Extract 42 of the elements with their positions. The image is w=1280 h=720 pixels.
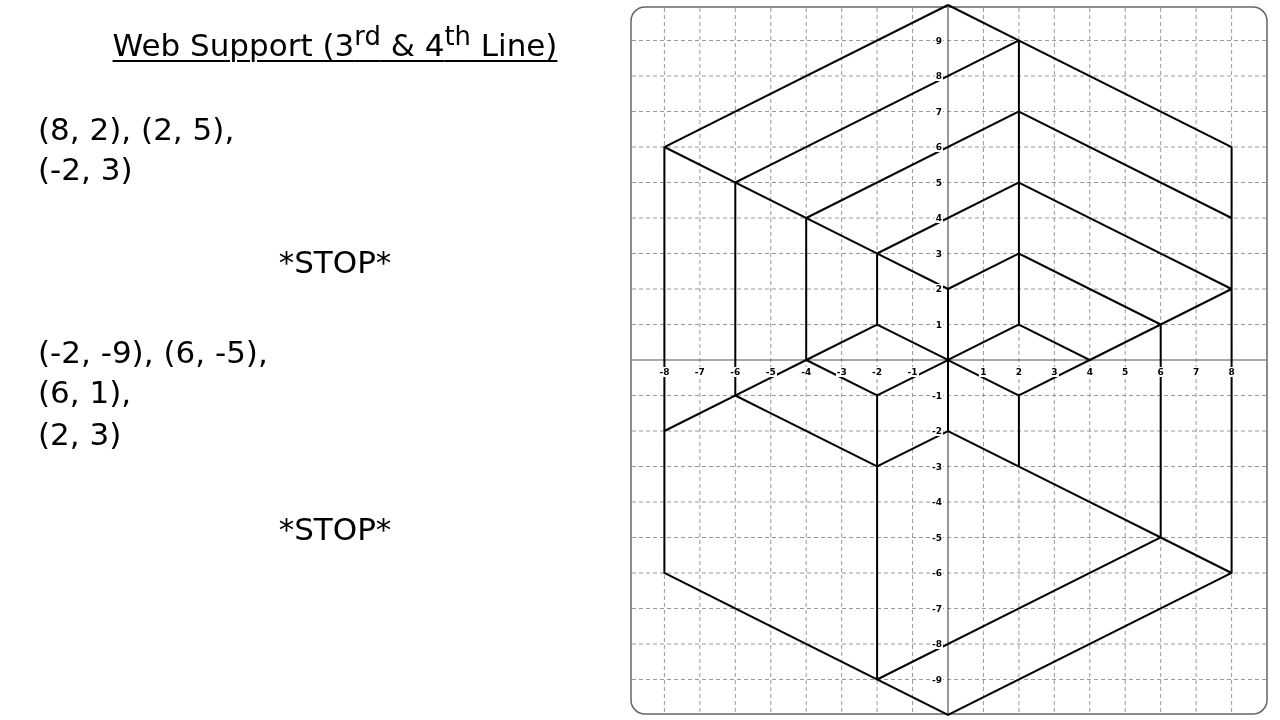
tick-label: -2 [931,426,943,436]
tick-label: -4 [800,367,813,377]
tick-label: 1 [934,319,943,330]
tick-label: -1 [906,367,919,377]
tick-label: 5 [1121,367,1130,377]
tick-label: -7 [931,603,943,614]
tick-label: 3 [934,248,943,259]
tick-label: -8 [931,639,943,649]
tick-label: 8 [934,71,943,81]
tick-label: -4 [931,497,943,507]
tick-label: -5 [931,532,943,543]
tick-label: -3 [931,461,943,472]
tick-label: 2 [1014,367,1023,377]
tick-label: -1 [931,390,943,401]
tick-label: 4 [1085,367,1094,377]
tick-label: 2 [934,284,943,294]
tick-label: 3 [1050,367,1059,377]
tick-label: 1 [979,367,988,377]
stop-note: *STOP* [278,510,392,548]
tick-label: -6 [931,568,943,578]
tick-label: -3 [835,367,848,377]
title: Web Support (3$^{rd}$ & 4$^{th}$ Line) [112,20,558,66]
tick-label: 7 [1192,367,1201,377]
tick-label: 6 [934,142,943,152]
coordinate-list: (-2, 3) [38,150,133,188]
tick-label: -6 [729,367,742,377]
tick-label: -9 [931,674,943,685]
tick-label: 8 [1227,367,1236,377]
tick-label: -2 [871,367,884,377]
tick-label: -8 [658,367,671,377]
coordinate-list: (2, 3) [38,415,122,453]
tick-label: 6 [1156,367,1165,377]
tick-label: 4 [934,213,943,223]
stop-note: *STOP* [278,243,392,281]
coordinate-list: (8, 2), (2, 5), [38,110,235,148]
coordinate-list: (-2, -9), (6, -5), [38,333,268,371]
tick-label: 9 [934,35,943,46]
tick-label: 5 [934,177,943,188]
coordinate-list: (6, 1), [38,373,132,411]
tick-label: -5 [764,367,777,377]
tick-label: 7 [934,106,943,117]
tick-label: -7 [693,367,706,377]
